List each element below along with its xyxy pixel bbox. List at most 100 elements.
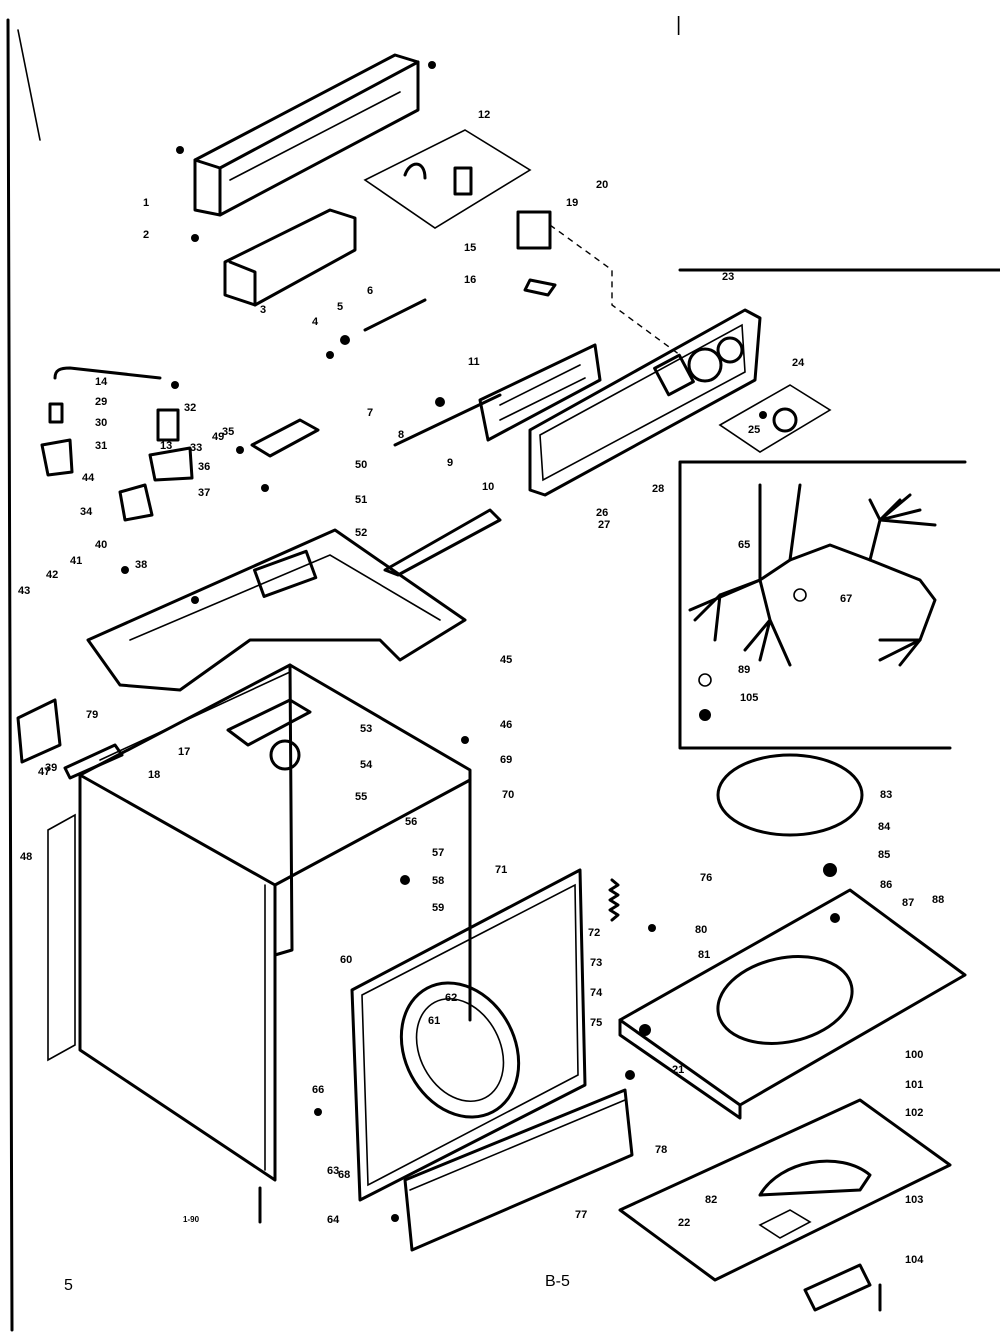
callout-label: 35 <box>222 426 235 438</box>
callout-label: 86 <box>880 879 893 891</box>
callout-label: 42 <box>46 569 59 581</box>
wiring-subpanel <box>363 129 532 229</box>
callout-label: 44 <box>82 472 95 484</box>
callout-label: 23 <box>722 271 735 283</box>
callout-label: 100 <box>905 1049 924 1061</box>
callout-label: 53 <box>360 723 373 735</box>
callout-label: 102 <box>905 1107 924 1119</box>
bottom-base <box>618 1098 952 1312</box>
callout-label: 79 <box>86 709 99 721</box>
callout-label: 73 <box>590 957 603 969</box>
control-panel-housing <box>528 308 762 497</box>
callout-label: 88 <box>932 894 945 906</box>
callout-label: 103 <box>905 1194 924 1206</box>
callout-label: 59 <box>432 902 445 914</box>
callout-label: 76 <box>700 872 713 884</box>
small-code: 1-90 <box>183 1215 200 1224</box>
callout-label: 75 <box>590 1017 603 1029</box>
base-plate <box>618 863 967 1120</box>
callout-label: 28 <box>652 483 665 495</box>
callout-label: 85 <box>878 849 891 861</box>
knob-assembly <box>718 384 832 453</box>
page-code: B-5 <box>545 1273 570 1290</box>
callout-label: 15 <box>464 242 477 254</box>
lid-switch <box>226 698 312 771</box>
callout-label: 61 <box>428 1015 441 1027</box>
callout-label: 55 <box>355 791 368 803</box>
callout-label: 22 <box>678 1217 691 1229</box>
scan-edge-mark <box>17 29 41 141</box>
tub-ring <box>716 753 864 837</box>
front-panel <box>350 868 587 1202</box>
top-cover <box>86 528 467 692</box>
callout-label: 56 <box>405 816 418 828</box>
console-rail <box>193 53 420 217</box>
cabinet <box>47 663 472 1182</box>
callout-label: 8 <box>398 429 405 441</box>
callout-label: 1 <box>143 197 150 209</box>
callout-label: 4 <box>312 316 319 328</box>
callout-label: 49 <box>212 431 225 443</box>
callout-label: 7 <box>367 407 374 419</box>
callout-label: 38 <box>135 559 148 571</box>
harness-inset <box>678 268 1000 750</box>
callout-label: 32 <box>184 402 197 414</box>
callout-label: 40 <box>95 539 108 551</box>
callout-label: 20 <box>596 179 609 191</box>
callout-label: 52 <box>355 527 368 539</box>
callout-label: 9 <box>447 457 454 469</box>
callout-label: 37 <box>198 487 211 499</box>
callout-label: 67 <box>840 593 853 605</box>
callout-label: 70 <box>502 789 515 801</box>
callout-label: 62 <box>445 992 458 1004</box>
fasteners <box>121 61 656 1224</box>
toe-panel <box>403 1088 634 1252</box>
callout-label: 54 <box>360 759 373 771</box>
callout-label: 5 <box>337 301 344 313</box>
callout-label: 10 <box>482 481 495 493</box>
callout-label: 89 <box>738 664 751 676</box>
callout-label: 104 <box>905 1254 924 1266</box>
callout-label: 66 <box>312 1084 325 1096</box>
callout-label: 12 <box>478 109 491 121</box>
callout-label: 58 <box>432 875 445 887</box>
callout-label: 72 <box>588 927 601 939</box>
callout-label: 39 <box>45 762 58 774</box>
callout-label: 3 <box>260 304 267 316</box>
callout-label: 14 <box>95 376 108 388</box>
scan-edge <box>6 18 14 1332</box>
control-bracket <box>223 208 357 307</box>
callout-label: 51 <box>355 494 368 506</box>
callout-label: 31 <box>95 440 108 452</box>
corner-mark: 5 <box>64 1277 73 1294</box>
callout-label: 25 <box>748 424 761 436</box>
callout-label: 18 <box>148 769 161 781</box>
callout-label: 64 <box>327 1214 340 1226</box>
callout-label: 45 <box>500 654 513 666</box>
callout-label: 74 <box>590 987 603 999</box>
callout-label: 29 <box>95 396 108 408</box>
callout-label: 69 <box>500 754 513 766</box>
callout-label: 33 <box>190 442 203 454</box>
callout-label: 81 <box>698 949 711 961</box>
callout-label: 57 <box>432 847 445 859</box>
switch-assembly <box>516 210 681 356</box>
hinge-bracket <box>16 698 124 780</box>
callout-label: 6 <box>367 285 374 297</box>
callout-label: 11 <box>468 356 480 368</box>
callout-label: 60 <box>340 954 353 966</box>
callout-label: 77 <box>575 1209 588 1221</box>
small-parts-left <box>40 366 320 522</box>
latch-strip <box>383 508 502 577</box>
page-mark-top: | <box>676 14 682 36</box>
callout-label: 36 <box>198 461 211 473</box>
callout-label: 27 <box>598 519 611 531</box>
callout-label: 17 <box>178 746 191 758</box>
dial-label <box>478 343 602 442</box>
callout-label: 50 <box>355 459 368 471</box>
callout-label: 46 <box>500 719 513 731</box>
callout-label: 78 <box>655 1144 668 1156</box>
callout-label: 87 <box>902 897 915 909</box>
spring <box>608 878 620 922</box>
